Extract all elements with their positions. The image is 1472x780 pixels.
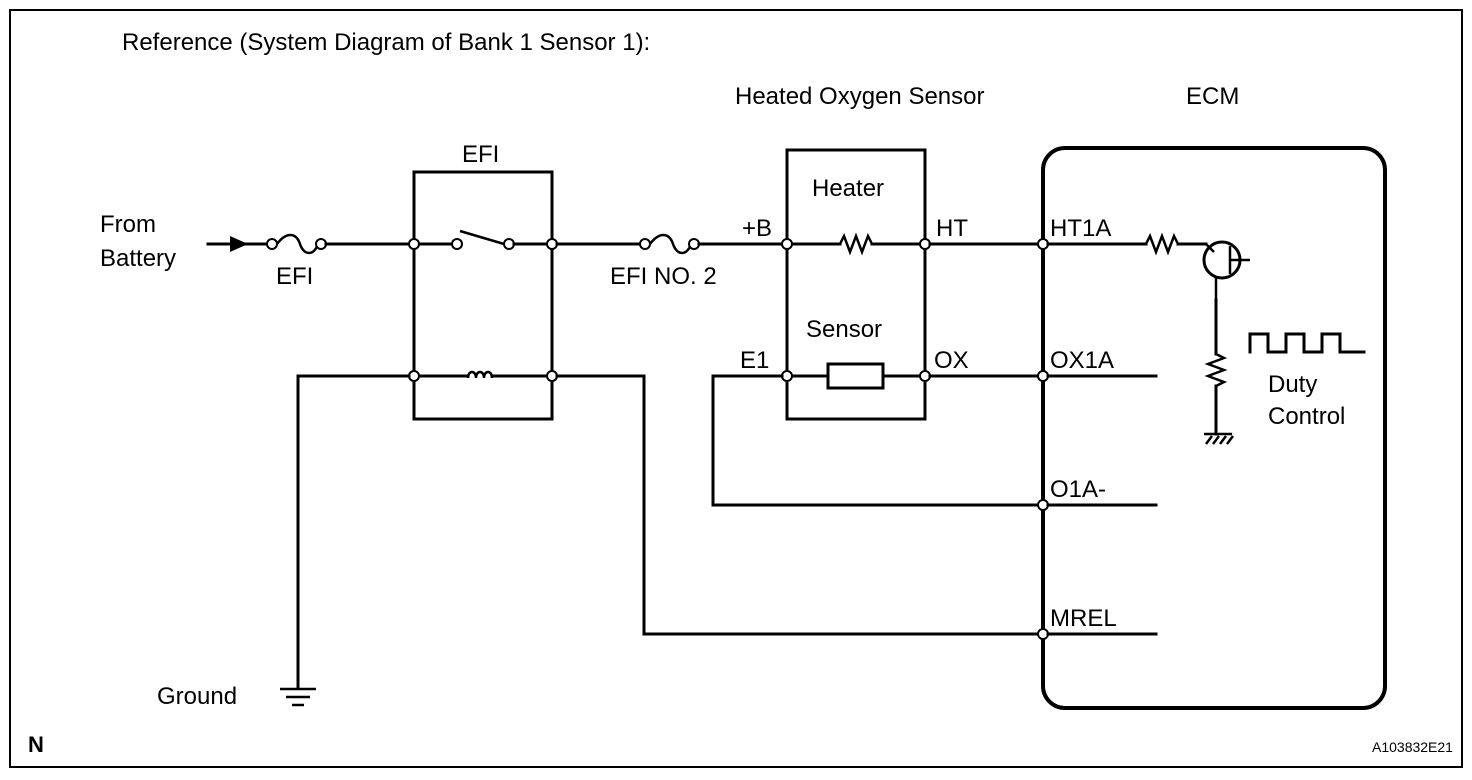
- efi-no2-fuse-symbol: [639, 233, 700, 255]
- ox-terminal-label: OX: [934, 347, 969, 374]
- plus-b-terminal-label: +B: [742, 215, 772, 242]
- o1a-minus-terminal-label: O1A-: [1050, 476, 1106, 503]
- e1-terminal-label: E1: [740, 347, 769, 374]
- heated-oxygen-sensor-box: [785, 148, 927, 421]
- heater-resistor-symbol: [790, 232, 922, 256]
- mrel-terminal-label: MREL: [1050, 605, 1117, 632]
- efi-relay-switch-symbol: [417, 229, 549, 250]
- e1-to-o1a-wire: [711, 374, 1040, 507]
- ecm-internal-resistor-symbol: [1046, 232, 1208, 256]
- efi-relay-coil-symbol: [417, 370, 549, 379]
- duty-control-label-line2: Control: [1268, 403, 1345, 430]
- ecm-pulldown-resistor-symbol: [1204, 298, 1228, 436]
- ecm-transistor-symbol: [1202, 240, 1250, 300]
- battery-input-arrow: [206, 236, 270, 252]
- heater-label: Heater: [812, 175, 884, 202]
- from-battery-label-line1: From: [100, 211, 156, 238]
- efi-no2-fuse-label: EFI NO. 2: [610, 263, 717, 290]
- duty-control-label-line1: Duty: [1268, 371, 1317, 398]
- sensor-element-symbol: [790, 362, 922, 390]
- duty-control-waveform-icon: [1248, 332, 1366, 354]
- ground-icon: [280, 687, 316, 707]
- relay-terminal-in: [408, 238, 420, 250]
- ground-label: Ground: [157, 683, 237, 710]
- ecm-label: ECM: [1186, 83, 1239, 110]
- ht1a-terminal-label: HT1A: [1050, 215, 1111, 242]
- from-battery-label-line2: Battery: [100, 245, 176, 272]
- heated-oxygen-sensor-label: Heated Oxygen Sensor: [735, 83, 984, 110]
- efi-relay-box: [412, 170, 554, 421]
- ecm-ground-hatch-symbol: [1204, 432, 1234, 445]
- corner-n-label: N: [28, 732, 44, 757]
- ht-terminal-label: HT: [936, 215, 968, 242]
- efi-relay-label: EFI: [462, 141, 499, 168]
- figure-code-label: A103832E21: [1372, 739, 1453, 755]
- sensor-terminal-plus-b: [781, 238, 793, 250]
- ecm-box: [1041, 146, 1387, 710]
- reference-title: Reference (System Diagram of Bank 1 Sens…: [122, 29, 650, 56]
- efi-fuse-symbol: [266, 233, 327, 255]
- ox1a-terminal-label: OX1A: [1050, 347, 1114, 374]
- figure-frame: [9, 9, 1463, 768]
- efi-fuse-label: EFI: [276, 263, 313, 290]
- relay-to-ground-wire: [296, 374, 411, 690]
- sensor-label: Sensor: [806, 316, 882, 343]
- relay-to-mrel-wire: [555, 374, 1040, 636]
